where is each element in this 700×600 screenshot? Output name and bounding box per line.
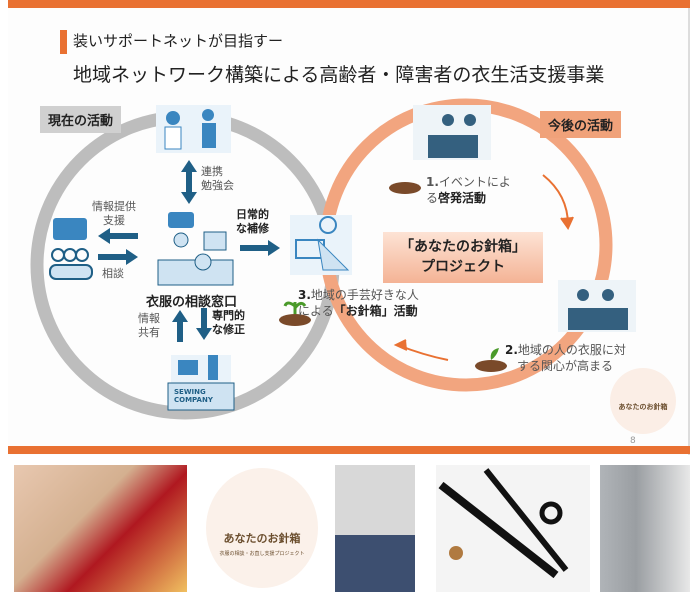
slide-subtitle: 装いサポートネットが目指すー [73, 32, 284, 50]
doctor-caregiver-icon [156, 105, 231, 153]
adaptive-shirt-photo [600, 465, 690, 592]
step2-label: 2.地域の人の衣服に対する関心が高まる [505, 343, 626, 373]
soil-icons [279, 182, 507, 372]
coop-double-arrow-icon [181, 160, 197, 204]
future-activity-tag: 今後の活動 [540, 111, 622, 138]
slide: 装いサポートネットが目指すー 地域ネットワーク構築による高齢者・障害者の衣生活支… [8, 0, 690, 455]
pincushion-photo [14, 465, 187, 592]
project-logo: あなたのお針箱 [610, 368, 676, 434]
page-number: 8 [630, 436, 636, 446]
cycle-arrows [393, 174, 574, 361]
consult-label: 相談 [102, 267, 124, 280]
event-people-icon [413, 105, 491, 160]
flow-arrows [98, 160, 280, 342]
coop-label: 連携勉強会 [201, 165, 234, 193]
info-share-label: 情報共有 [138, 312, 160, 340]
current-activity-tag: 現在の活動 [40, 106, 122, 133]
step1-label: 1.イベントによる啓発活動 [426, 175, 511, 205]
seedling-icon [279, 314, 311, 326]
wheelchair-cape-photo [335, 465, 415, 592]
consult-window-label: 衣服の相談窓口 [146, 295, 238, 310]
subtitle-marker [60, 30, 67, 54]
pro-fix-down-arrow-icon [196, 308, 212, 340]
top-accent-bar [8, 0, 690, 8]
slide-title: 地域ネットワーク構築による高齢者・障害者の衣生活支援事業 [73, 64, 605, 86]
right-arrow-icon [98, 249, 138, 265]
info-provide-label: 情報提供支援 [92, 200, 136, 228]
consultation-desk-icon [157, 212, 234, 286]
community-group-icon [49, 218, 93, 280]
left-arrow-icon [98, 228, 138, 244]
sprout-icon [475, 360, 507, 372]
logo-photo: あなたのお針箱 衣服の相談・お直し支援プロジェクト [206, 468, 318, 588]
project-banner: 「あなたのお針箱」プロジェクト [383, 232, 543, 284]
daily-repair-arrow-icon [240, 240, 280, 256]
info-share-up-arrow-icon [172, 310, 188, 342]
zipper-buttons-photo [436, 465, 590, 592]
sewing-machine-person-icon [290, 215, 352, 275]
discussion-people-icon [558, 280, 636, 332]
bottom-accent-bar [8, 446, 690, 454]
step3-label: 3.地域の手芸好きな人による「お針箱」活動 [298, 288, 419, 318]
daily-repair-label: 日常的な補修 [236, 208, 269, 236]
soil-seed-icon [389, 182, 421, 194]
cycle-diagram [30, 98, 636, 420]
sewing-company-text: SEWING COMPANY [174, 388, 213, 404]
pro-fix-label: 専門的な修正 [212, 309, 245, 337]
sewing-company-icon [167, 355, 235, 411]
